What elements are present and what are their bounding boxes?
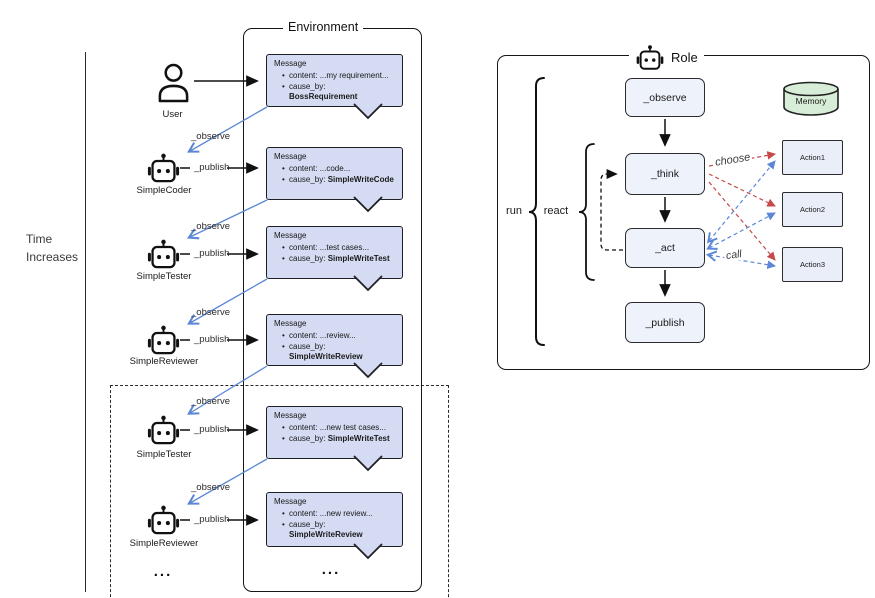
user-icon	[158, 63, 189, 103]
react-label: react	[543, 205, 569, 217]
publish-label: _publish	[194, 334, 230, 345]
user-label: User	[162, 109, 183, 120]
robot-icon	[146, 505, 181, 535]
publish-label: _publish	[194, 424, 230, 435]
agent-label: SimpleReviewer	[129, 538, 199, 549]
iteration-dashed-box	[110, 385, 449, 598]
role-title: Role	[629, 41, 704, 73]
observe-label: _observe	[191, 131, 231, 142]
observe-label: _observe	[191, 482, 231, 493]
role-title-text: Role	[671, 49, 698, 65]
message-cause: cause_by: SimpleWriteCode	[282, 175, 396, 186]
message-content: content: ...code...	[282, 164, 396, 175]
run-label: run	[506, 205, 522, 217]
message-bubble: Message content: ...new review... cause_…	[266, 492, 403, 560]
time-axis-line	[85, 52, 86, 592]
message-content: content: ...new test cases...	[282, 423, 396, 434]
bubble-tail	[353, 103, 383, 120]
agent-label: SimpleTester	[136, 271, 192, 282]
agent-label: SimpleReviewer	[129, 356, 199, 367]
robot-icon	[146, 239, 181, 269]
observe-label: _observe	[191, 221, 231, 232]
message-cause: cause_by: BossRequirement	[282, 82, 396, 104]
agent-label: SimpleTester	[136, 449, 192, 460]
message-cause: cause_by: SimpleWriteTest	[282, 254, 396, 265]
publish-label: _publish	[194, 514, 230, 525]
robot-icon	[146, 415, 181, 445]
action-box: Action1	[782, 140, 843, 175]
message-title: Message	[274, 231, 307, 240]
robot-icon	[146, 325, 181, 355]
message-bubble: Message content: ...code... cause_by: Si…	[266, 147, 403, 213]
robot-icon	[146, 153, 181, 183]
bubble-tail	[353, 196, 383, 213]
message-title: Message	[274, 59, 307, 68]
message-title: Message	[274, 411, 307, 420]
action-box: Action2	[782, 192, 843, 227]
message-title: Message	[274, 152, 307, 161]
message-bubble: Message content: ...review... cause_by: …	[266, 314, 403, 379]
message-title: Message	[274, 319, 307, 328]
observe-label: _observe	[191, 396, 231, 407]
agent-label: SimpleCoder	[136, 185, 192, 196]
message-bubble: Message content: ...test cases... cause_…	[266, 226, 403, 292]
database-icon	[783, 81, 839, 116]
message-title: Message	[274, 497, 307, 506]
message-content: content: ...test cases...	[282, 243, 396, 254]
observe-label: _observe	[191, 307, 231, 318]
publish-node: _publish	[625, 302, 705, 343]
message-cause: cause_by: SimpleWriteReview	[282, 342, 396, 364]
message-bubble: Message content: ...new test cases... ca…	[266, 406, 403, 472]
bubble-tail	[353, 275, 383, 292]
bubble-tail	[353, 362, 383, 379]
message-content: content: ...my requirement...	[282, 71, 396, 82]
action-box: Action3	[782, 247, 843, 282]
environment-ellipsis: ...	[321, 561, 341, 578]
agents-ellipsis: ...	[153, 563, 173, 580]
publish-label: _publish	[194, 162, 230, 173]
act-node: _act	[625, 228, 705, 268]
robot-icon	[635, 43, 665, 70]
environment-title: Environment	[283, 20, 364, 34]
message-bubble: Message content: ...my requirement... ca…	[266, 54, 403, 120]
publish-label: _publish	[194, 248, 230, 259]
message-cause: cause_by: SimpleWriteReview	[282, 520, 396, 542]
memory-store: Memory	[782, 80, 840, 117]
memory-label: Memory	[795, 96, 827, 106]
bubble-tail	[353, 455, 383, 472]
message-content: content: ...review...	[282, 331, 396, 342]
message-content: content: ...new review...	[282, 509, 396, 520]
time-increases-label: Time Increases	[26, 232, 79, 264]
think-node: _think	[625, 153, 705, 195]
observe-node: _observe	[625, 78, 705, 117]
bubble-tail	[353, 543, 383, 560]
message-cause: cause_by: SimpleWriteTest	[282, 434, 396, 445]
